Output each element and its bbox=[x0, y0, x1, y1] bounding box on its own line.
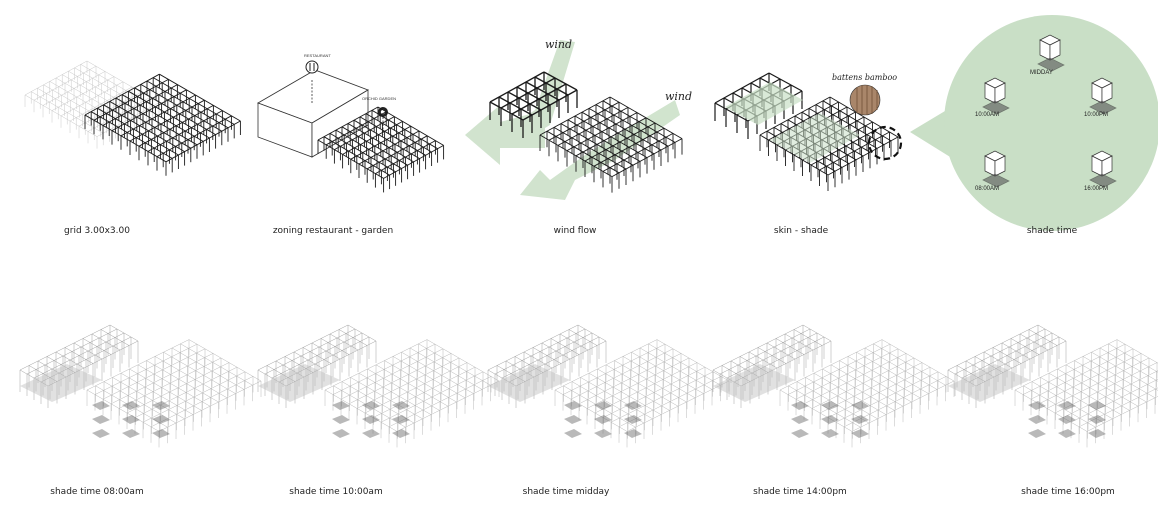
wind-grid bbox=[489, 71, 683, 193]
wind-arrow-icon bbox=[465, 40, 680, 200]
shade-0800-diagram bbox=[12, 320, 262, 470]
caption-shade-midday: shade time midday bbox=[522, 487, 610, 497]
restaurant-label: RESTAURANT bbox=[304, 53, 331, 58]
time-1000am: 10:00AM bbox=[975, 112, 999, 118]
fork-knife-icon bbox=[305, 60, 319, 74]
callout-wedge bbox=[910, 105, 955, 160]
time-0800am: 08:00AM bbox=[975, 186, 999, 192]
caption-shade-time: shade time bbox=[1026, 226, 1078, 236]
skin-diagram: battens bamboo bbox=[710, 55, 925, 215]
time-midday: MIDDAY bbox=[1030, 70, 1053, 76]
grid-diagram bbox=[15, 55, 241, 215]
skin-grid bbox=[714, 72, 899, 191]
shade-1600-svg bbox=[947, 324, 1158, 448]
shade-1600-diagram bbox=[940, 320, 1158, 470]
zoning-svg: RESTAURANT ORCHID GARDEN bbox=[257, 53, 445, 193]
detail-callout-circle bbox=[867, 125, 903, 161]
time-1000pm: 10:00PM bbox=[1084, 112, 1108, 118]
garden-label: ORCHID GARDEN bbox=[362, 96, 396, 101]
shade-time-diagram: MIDDAY 10:00AM 10:00PM 08:00AM 16:00PM bbox=[880, 15, 1158, 231]
caption-shade-1600: shade time 16:00pm bbox=[1021, 487, 1115, 497]
shade-midday-svg bbox=[487, 324, 730, 448]
shade-1000-svg bbox=[257, 324, 500, 448]
shade-midday-diagram bbox=[480, 320, 730, 470]
shade-modules bbox=[982, 34, 1117, 188]
restaurant-block bbox=[257, 69, 369, 158]
wind-diagram: wind wind bbox=[465, 30, 695, 215]
grid-structure-svg bbox=[24, 60, 241, 176]
shade-0800-svg bbox=[19, 324, 262, 448]
material-label: battens bamboo bbox=[832, 73, 897, 82]
wind-svg: wind wind bbox=[465, 38, 692, 200]
skin-svg: battens bamboo bbox=[714, 72, 903, 191]
wind-label-1: wind bbox=[545, 38, 572, 51]
zoning-diagram: RESTAURANT ORCHID GARDEN bbox=[250, 45, 445, 215]
time-1600pm: 16:00PM bbox=[1084, 186, 1108, 192]
caption-shade-0800: shade time 08:00am bbox=[50, 487, 144, 497]
bamboo-texture-icon bbox=[849, 84, 881, 116]
caption-wind: wind flow bbox=[553, 226, 597, 236]
caption-skin: skin - shade bbox=[773, 226, 829, 236]
shade-1400-diagram bbox=[705, 320, 955, 470]
wind-label-2: wind bbox=[665, 90, 692, 103]
shade-time-svg: MIDDAY 10:00AM 10:00PM 08:00AM 16:00PM bbox=[910, 15, 1158, 231]
shade-1400-svg bbox=[712, 324, 955, 448]
caption-zoning: zoning restaurant - garden bbox=[272, 226, 394, 236]
shade-1000-diagram bbox=[250, 320, 500, 470]
garden-grid bbox=[317, 106, 445, 193]
caption-shade-1000: shade time 10:00am bbox=[289, 487, 383, 497]
caption-shade-1400: shade time 14:00pm bbox=[753, 487, 847, 497]
caption-grid: grid 3.00x3.00 bbox=[64, 226, 130, 236]
